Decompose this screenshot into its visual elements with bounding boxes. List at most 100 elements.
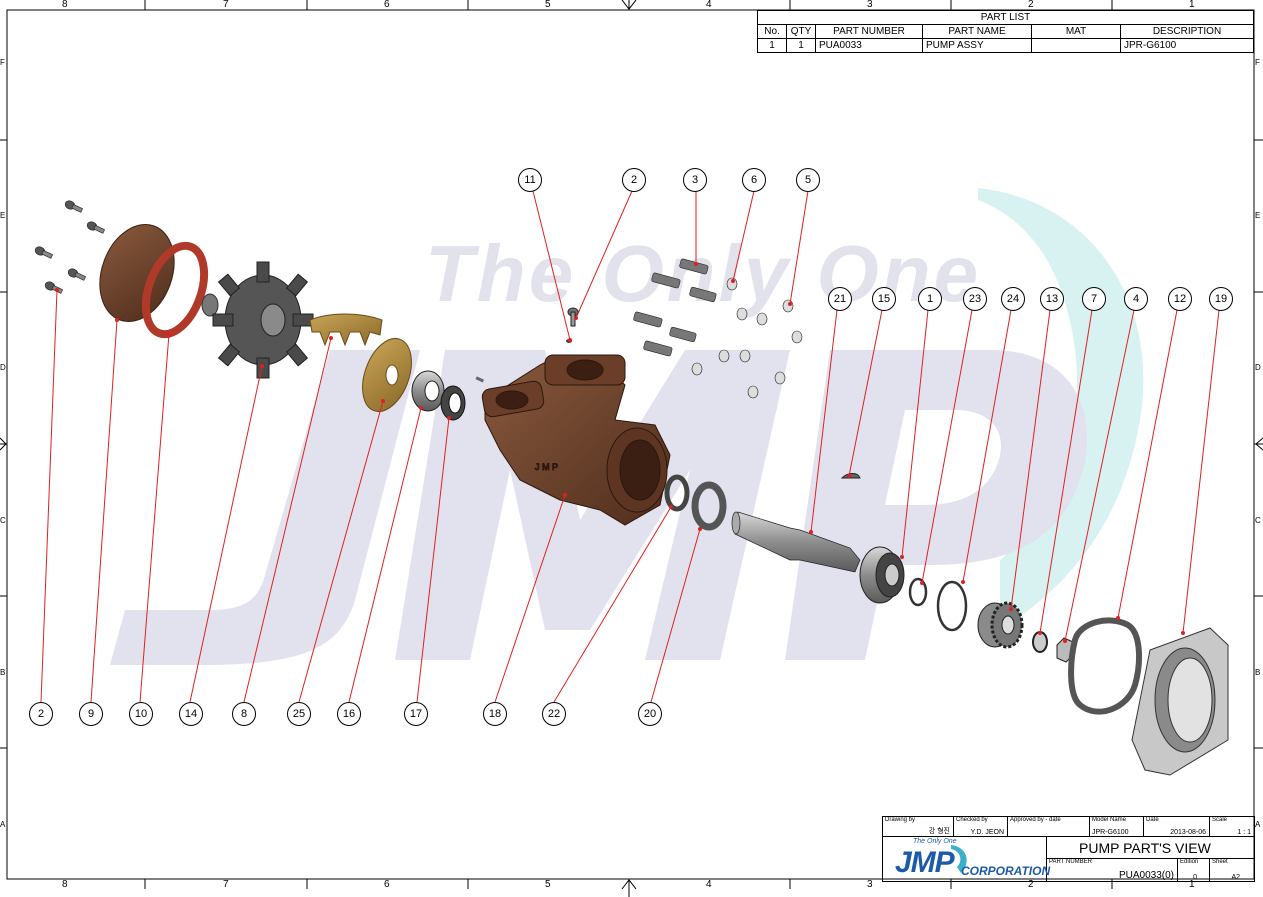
balloon: 8 <box>232 702 256 726</box>
cell-part-name: PUMP ASSY <box>922 38 1032 53</box>
circlip-23 <box>908 577 928 607</box>
zone-col-label: 7 <box>223 0 229 10</box>
balloon: 9 <box>79 702 103 726</box>
date-value: 2013-08-06 <box>1170 829 1206 836</box>
zone-col-label: 8 <box>62 879 68 890</box>
zone-col-label: 6 <box>384 0 390 10</box>
header-description: DESCRIPTION <box>1120 24 1254 39</box>
balloon: 14 <box>179 702 203 726</box>
cell-no: 1 <box>757 38 787 53</box>
balloon: 1 <box>918 287 942 311</box>
scale-label: Scale <box>1212 817 1228 823</box>
balloon: 13 <box>1040 287 1064 311</box>
drawing-title-cell: PUMP PART'S VIEW <box>1047 837 1254 859</box>
sheet-value: A2 <box>1231 874 1240 881</box>
zone-col-label: 4 <box>706 879 712 890</box>
date-label: Date <box>1146 817 1159 823</box>
part-list-title: PART LIST <box>757 10 1254 25</box>
zone-col-label: 2 <box>1028 0 1034 10</box>
logo-mark: JMP <box>895 846 955 879</box>
balloon: 2 <box>29 702 53 726</box>
balloon: 20 <box>638 702 662 726</box>
header-no: No. <box>757 24 787 39</box>
zone-col-label: 5 <box>545 879 551 890</box>
zone-row-label: D <box>0 363 6 372</box>
part-list-table: PART LIST No. QTY PART NUMBER PART NAME … <box>757 10 1254 53</box>
svg-text:J M P: J M P <box>535 462 558 472</box>
balloon: 21 <box>828 287 852 311</box>
logo-swoosh-icon <box>951 845 967 873</box>
washer-20 <box>691 481 727 531</box>
scale-value: 1 : 1 <box>1237 829 1251 836</box>
sheet-cell: Sheet A2 <box>1210 859 1254 881</box>
cover-gasket <box>141 241 209 339</box>
circlip-24 <box>936 580 968 632</box>
seal-22 <box>664 474 690 512</box>
part-number-cell: PART NUMBER PUA0033(0) <box>1047 859 1178 881</box>
header-part-name: PART NAME <box>922 24 1032 39</box>
header-part-number: PART NUMBER <box>815 24 923 39</box>
zone-row-label: D <box>1255 363 1261 372</box>
zone-col-label: 6 <box>384 879 390 890</box>
studs-and-washers <box>633 258 803 399</box>
checked-by-value: Y.D. JEON <box>970 829 1004 836</box>
model-name-cell: Model Name JPR-G6100 <box>1090 817 1144 837</box>
balloon: 23 <box>963 287 987 311</box>
zone-col-label: 8 <box>62 0 68 10</box>
zone-col-label: 5 <box>545 0 551 10</box>
leader-lines <box>40 190 1220 703</box>
zone-row-label: B <box>0 668 6 677</box>
scale-cell: Scale 1 : 1 <box>1210 817 1254 837</box>
balloon: 6 <box>742 168 766 192</box>
part-number-value: PUA0033(0) <box>1118 870 1174 881</box>
sheet-label: Sheet <box>1212 859 1228 865</box>
balloon: 7 <box>1082 287 1106 311</box>
bearing-housing <box>1131 627 1229 776</box>
cell-qty: 1 <box>786 38 816 53</box>
zone-row-label: A <box>0 820 6 829</box>
balloon: 11 <box>518 168 542 192</box>
balloon: 16 <box>337 702 361 726</box>
end-cover <box>99 224 175 322</box>
checked-by-cell: Checked by Y.D. JEON <box>954 817 1008 837</box>
edition-label: Edition <box>1180 859 1199 865</box>
edition-cell: Edition 0 <box>1178 859 1210 881</box>
bearing-1 <box>859 546 905 604</box>
zone-row-label: F <box>0 58 5 67</box>
logo-corporation: CORPORATION <box>961 864 1051 878</box>
balloon: 18 <box>483 702 507 726</box>
logo-tagline: The Only One <box>913 838 957 845</box>
approved-cell: Approved by - date <box>1008 817 1090 837</box>
balloon: 3 <box>683 168 707 192</box>
balloon: 24 <box>1001 287 1025 311</box>
balloon: 5 <box>796 168 820 192</box>
date-cell: Date 2013-08-06 <box>1144 817 1210 837</box>
balloon: 10 <box>129 702 153 726</box>
zone-col-label: 4 <box>706 0 712 10</box>
zone-row-label: A <box>1255 820 1261 829</box>
balloon: 19 <box>1209 287 1233 311</box>
balloon: 4 <box>1124 287 1148 311</box>
zone-row-label: E <box>0 211 6 220</box>
checked-by-label: Checked by <box>956 817 988 823</box>
title-block: Drawing by 강 형진 Checked by Y.D. JEON App… <box>882 816 1255 882</box>
cover-screws <box>34 200 106 294</box>
impeller <box>212 261 314 379</box>
drawing-by-cell: Drawing by 강 형진 <box>883 817 954 837</box>
drawing-by-label: Drawing by <box>885 817 916 823</box>
balloon: 15 <box>872 287 896 311</box>
table-row: 1 1 PUA0033 PUMP ASSY JPR-G6100 <box>757 38 1254 53</box>
zone-col-label: 7 <box>223 879 229 890</box>
zone-row-label: B <box>1255 668 1261 677</box>
balloon: 12 <box>1168 287 1192 311</box>
company-logo: The Only One JMP CORPORATION <box>883 837 1051 881</box>
shaft <box>731 511 861 573</box>
balloon: 25 <box>287 702 311 726</box>
zone-col-label: 3 <box>867 879 873 890</box>
model-name-value: JPR-G6100 <box>1092 829 1129 836</box>
cell-mat <box>1031 38 1121 53</box>
header-mat: MAT <box>1031 24 1121 39</box>
cell-description: JPR-G6100 <box>1120 38 1254 53</box>
